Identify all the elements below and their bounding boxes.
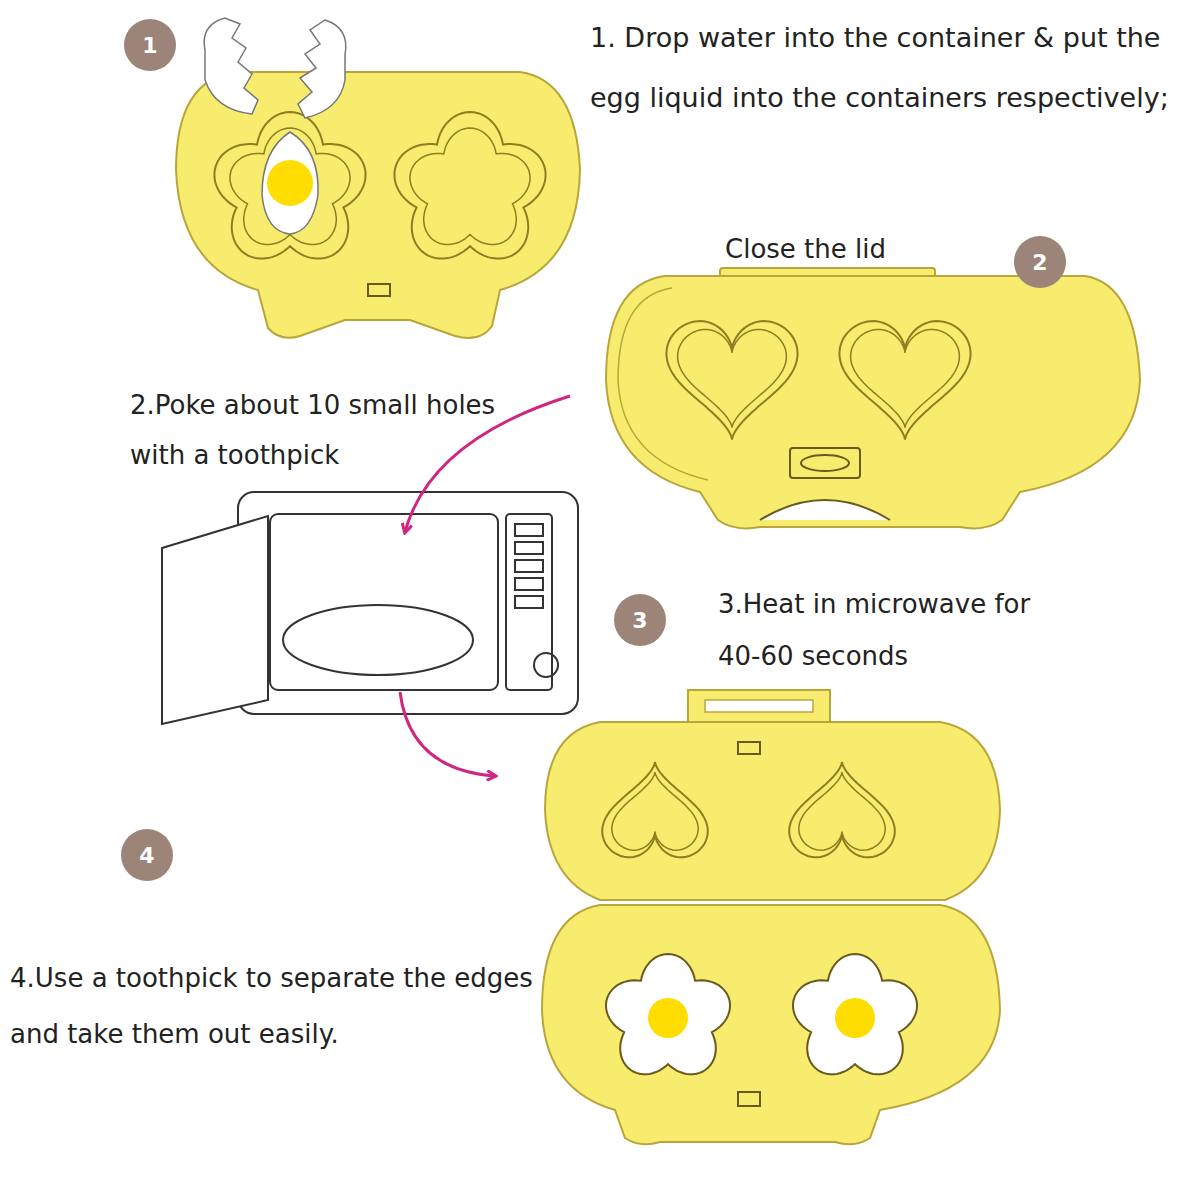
egg-yolk	[835, 998, 875, 1038]
callout-number: 3	[614, 594, 666, 646]
outline-shape	[678, 330, 787, 428]
outline-shape	[612, 772, 698, 850]
outline-shape	[230, 128, 350, 245]
outline-shape	[799, 772, 885, 850]
egg-container	[176, 18, 580, 338]
microwave	[162, 492, 578, 724]
callout-number: 2	[1014, 236, 1066, 288]
outline-shape	[606, 954, 730, 1074]
instruction-text: 2.Poke about 10 small holes with a tooth…	[130, 380, 550, 480]
callout-number: 4	[121, 829, 173, 881]
open-container	[542, 690, 1000, 1144]
instruction-text: 1. Drop water into the container & put t…	[590, 8, 1182, 128]
callout-number: 1	[124, 19, 176, 71]
instruction-text: Close the lid	[725, 232, 985, 266]
egg-yolk	[648, 998, 688, 1038]
outline-shape	[839, 321, 970, 440]
step-number: 1	[142, 33, 157, 58]
instruction-text: 3.Heat in microwave for 40-60 seconds	[718, 578, 1078, 682]
step-number: 3	[632, 608, 647, 633]
outline-shape	[394, 112, 545, 259]
outline-shape	[666, 321, 797, 440]
outline-shape	[410, 128, 530, 245]
outline-shape	[602, 762, 708, 857]
closed-lid	[606, 268, 1140, 528]
process-arrow	[400, 692, 495, 776]
step-number: 4	[139, 843, 154, 868]
outline-shape	[793, 954, 917, 1074]
outline-shape	[214, 112, 365, 259]
step-number: 2	[1032, 250, 1047, 275]
outline-shape	[851, 330, 960, 428]
outline-shape	[789, 762, 895, 857]
instruction-text: 4.Use a toothpick to separate the edges …	[10, 950, 540, 1062]
